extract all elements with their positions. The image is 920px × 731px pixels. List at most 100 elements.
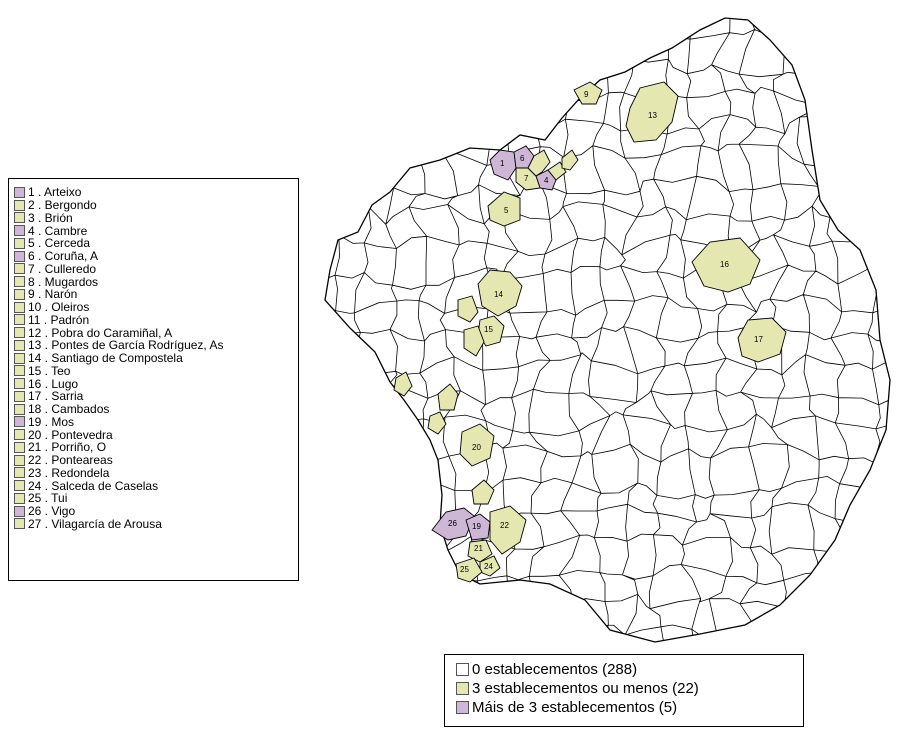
legend-swatch bbox=[14, 301, 25, 313]
map-label-22: 22 bbox=[500, 521, 509, 530]
municipality-shape-14[interactable] bbox=[477, 269, 523, 317]
legend-swatch bbox=[14, 403, 25, 415]
legend-item-label: 21 . Porriño, O bbox=[28, 440, 107, 455]
legend-item-label: 9 . Narón bbox=[28, 287, 78, 302]
municipality-shape-19[interactable] bbox=[465, 513, 491, 541]
municipality-shape-26[interactable] bbox=[431, 507, 475, 541]
legend-item-label: 18 . Cambados bbox=[28, 402, 110, 417]
highlighted-municipalities bbox=[393, 81, 787, 583]
legend-item-label: 26 . Vigo bbox=[28, 504, 76, 519]
legend-swatch bbox=[14, 467, 25, 479]
legend-item-15: 15 . Teo bbox=[14, 365, 298, 378]
legend-item-6: 6 . Coruña, A bbox=[14, 250, 298, 263]
legend-item-label: 17 . Sarria bbox=[28, 389, 84, 404]
legend-item-8: 8 . Mugardos bbox=[14, 275, 298, 288]
municipality-shape-17[interactable] bbox=[737, 317, 787, 363]
legend-swatch bbox=[14, 518, 25, 530]
legend-item-22: 22 . Ponteareas bbox=[14, 454, 298, 467]
legend-item-label: 22 . Ponteareas bbox=[28, 453, 113, 468]
legend-item-label: 12 . Pobra do Caramiñal, A bbox=[28, 325, 173, 340]
category-label: 3 establecementos ou menos (22) bbox=[472, 679, 699, 697]
municipality-shape-5[interactable] bbox=[487, 191, 521, 227]
legend-item-17: 17 . Sarria bbox=[14, 390, 298, 403]
legend-item-3: 3 . Brión bbox=[14, 212, 298, 225]
map-label-6: 6 bbox=[520, 154, 525, 163]
legend-swatch bbox=[14, 454, 25, 466]
municipality-shape-8[interactable] bbox=[561, 149, 579, 171]
municipality-shape-13[interactable] bbox=[625, 81, 679, 143]
legend-item-13: 13 . Pontes de García Rodríguez, As bbox=[14, 339, 298, 352]
legend-item-16: 16 . Lugo bbox=[14, 377, 298, 390]
municipality-shape-9[interactable] bbox=[573, 81, 603, 105]
legend-swatch bbox=[14, 480, 25, 492]
legend-item-1: 1 . Arteixo bbox=[14, 186, 298, 199]
map-number-labels: 1 6 7 4 9 5 13 16 17 14 15 20 26 19 22 2… bbox=[448, 90, 763, 574]
legend-item-14: 14 . Santiago de Compostela bbox=[14, 352, 298, 365]
legend-swatch bbox=[14, 416, 25, 428]
map-label-16: 16 bbox=[720, 260, 729, 269]
legend-item-label: 11 . Padrón bbox=[28, 312, 90, 327]
municipality-shape-27[interactable] bbox=[437, 383, 459, 411]
legend-swatch bbox=[14, 288, 25, 300]
municipality-shape-18[interactable] bbox=[427, 411, 447, 435]
legend-swatch bbox=[14, 429, 25, 441]
municipality-shape-12[interactable] bbox=[393, 371, 413, 397]
legend-swatch bbox=[14, 505, 25, 517]
map-label-26: 26 bbox=[448, 519, 457, 528]
legend-swatch bbox=[14, 352, 25, 364]
legend-item-7: 7 . Culleredo bbox=[14, 263, 298, 276]
map-label-24: 24 bbox=[484, 562, 493, 571]
legend-swatch bbox=[14, 390, 25, 402]
legend-item-label: 13 . Pontes de García Rodríguez, As bbox=[28, 338, 224, 353]
legend-swatch bbox=[14, 225, 25, 237]
category-swatch bbox=[456, 663, 469, 676]
legend-item-label: 4 . Cambre bbox=[28, 223, 88, 238]
legend-item-25: 25 . Tui bbox=[14, 492, 298, 505]
municipality-shape-23[interactable] bbox=[471, 479, 495, 505]
municipality-shape-25[interactable] bbox=[455, 557, 483, 583]
municipality-shape-11[interactable] bbox=[463, 325, 485, 357]
legend-item-label: 15 . Teo bbox=[28, 363, 71, 378]
map-label-4: 4 bbox=[544, 176, 549, 185]
legend-item-label: 25 . Tui bbox=[28, 491, 68, 506]
legend-swatch bbox=[14, 314, 25, 326]
legend-item-label: 6 . Coruña, A bbox=[28, 249, 99, 264]
legend-item-label: 19 . Mos bbox=[28, 414, 75, 429]
legend-item-4: 4 . Cambre bbox=[14, 224, 298, 237]
legend-item-18: 18 . Cambados bbox=[14, 403, 298, 416]
category-label: 0 establecementos (288) bbox=[472, 660, 638, 678]
map-label-7: 7 bbox=[524, 174, 529, 183]
legend-item-10: 10 . Oleiros bbox=[14, 301, 298, 314]
legend-swatch bbox=[14, 199, 25, 211]
municipality-shape-21[interactable] bbox=[467, 539, 493, 563]
map-label-1: 1 bbox=[500, 159, 505, 168]
legend-item-label: 23 . Redondela bbox=[28, 465, 110, 480]
municipality-shape-3[interactable] bbox=[457, 295, 479, 323]
legend-swatch bbox=[14, 441, 25, 453]
legend-item-9: 9 . Narón bbox=[14, 288, 298, 301]
legend-item-label: 27 . Vilagarcía de Arousa bbox=[28, 516, 162, 531]
legend-item-label: 10 . Oleiros bbox=[28, 300, 90, 315]
municipality-shape-16[interactable] bbox=[691, 237, 761, 293]
legend-item-11: 11 . Padrón bbox=[14, 314, 298, 327]
legend-item-label: 1 . Arteixo bbox=[28, 185, 82, 200]
legend-item-12: 12 . Pobra do Caramiñal, A bbox=[14, 326, 298, 339]
legend-item-24: 24 . Salceda de Caselas bbox=[14, 479, 298, 492]
category-swatch bbox=[456, 701, 469, 714]
legend-item-label: 2 . Bergondo bbox=[28, 198, 97, 213]
legend-swatch bbox=[14, 263, 25, 275]
map-label-9: 9 bbox=[584, 90, 589, 99]
municipality-shape-2[interactable] bbox=[547, 161, 567, 181]
category-item-none: 0 establecementos (288) bbox=[456, 660, 803, 679]
legend-item-label: 20 . Pontevedra bbox=[28, 427, 113, 442]
municipality-shape-20[interactable] bbox=[459, 423, 495, 467]
map-label-19: 19 bbox=[472, 522, 481, 531]
map-label-25: 25 bbox=[460, 565, 469, 574]
category-item-many: Máis de 3 establecementos (5) bbox=[456, 698, 803, 717]
legend-item-20: 20 . Pontevedra bbox=[14, 428, 298, 441]
legend-swatch bbox=[14, 327, 25, 339]
legend-item-label: 24 . Salceda de Caselas bbox=[28, 478, 159, 493]
municipality-shape-10[interactable] bbox=[527, 149, 551, 177]
municipality-shape-22[interactable] bbox=[489, 505, 527, 555]
